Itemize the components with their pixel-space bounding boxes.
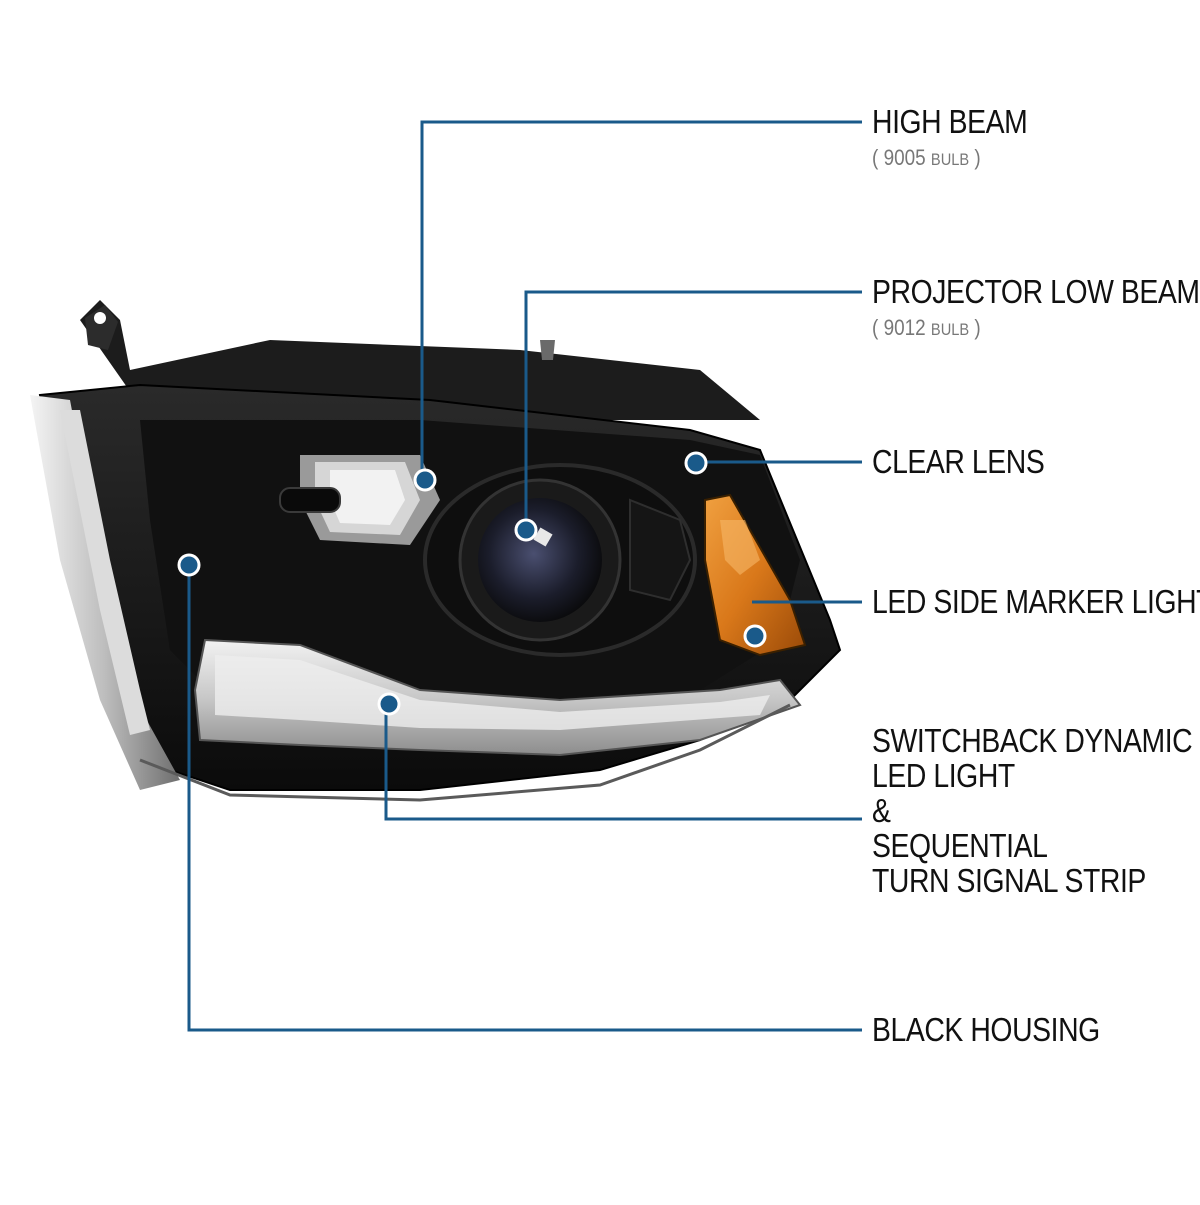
leader-lines [187, 120, 862, 1032]
led-strip [193, 638, 802, 757]
switchback-line-4: SEQUENTIAL [872, 827, 1048, 864]
dot-switchback [377, 692, 401, 716]
low-beam-bulb-word: BULB [930, 320, 970, 339]
switchback-label: SWITCHBACK DYNAMIC LED LIGHT & SEQUENTIA… [872, 722, 1193, 899]
switchback-line-2: LED LIGHT [872, 757, 1015, 794]
side-marker-label: LED SIDE MARKER LIGHT [872, 583, 1200, 620]
bottom-trim [139, 703, 791, 802]
switchback-line-3: & [872, 792, 891, 829]
switchback-line-1: SWITCHBACK DYNAMIC [872, 722, 1193, 759]
projector-low-beam [423, 463, 697, 657]
dot-low-beam [514, 518, 538, 542]
high-beam-label: HIGH BEAM [872, 103, 1028, 140]
low-beam-label: PROJECTOR LOW BEAM [872, 273, 1200, 310]
high-beam-bulb-word: BULB [930, 150, 970, 169]
high-beam-bulb: ( 9005 BULB ) [872, 145, 981, 170]
chrome-trim [30, 395, 180, 790]
amber-side-marker [704, 493, 807, 657]
high-beam-bulb-number: 9005 [883, 145, 926, 170]
dot-side-marker [743, 624, 767, 648]
leader-line-low-beam [524, 290, 862, 527]
dot-clear-lens [684, 451, 708, 475]
dot-high-beam [413, 468, 437, 492]
low-beam-bulb-number: 9012 [883, 315, 926, 340]
black-housing-label: BLACK HOUSING [872, 1011, 1100, 1048]
leader-line-high-beam [420, 120, 862, 478]
switchback-line-5: TURN SIGNAL STRIP [872, 862, 1146, 899]
clear-lens-label: CLEAR LENS [872, 443, 1045, 480]
leader-line-switchback [384, 702, 862, 821]
low-beam-bulb: ( 9012 BULB ) [872, 315, 981, 340]
dot-black-housing [177, 553, 201, 577]
high-beam-reflector [279, 455, 440, 545]
callout-dots [177, 451, 767, 716]
leader-line-black-housing [187, 565, 862, 1032]
